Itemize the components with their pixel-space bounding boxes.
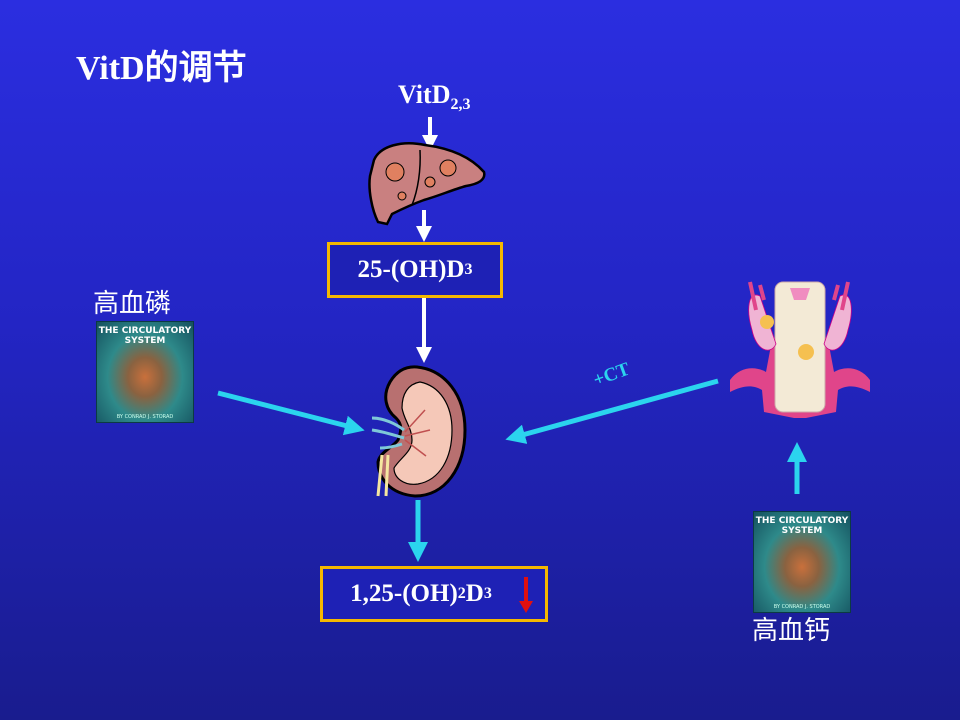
label-high-calcium: 高血钙 [752,616,831,646]
vitd-main: VitD [398,80,451,109]
thyroid-gland-icon [730,281,870,418]
box-125-pre: 1,25-(OH) [350,580,458,607]
label-high-phosphate: 高血磷 [93,289,172,319]
liver-icon [368,142,486,226]
book-footer: BY CONRAD J. STORAD [116,414,174,420]
arrow-phosphate-to-kidney [217,390,365,436]
down-arrow-red-icon [519,577,533,613]
box-125-sub1: 2 [457,585,466,602]
vitd-label: VitD2,3 [398,80,470,114]
kidney-icon [371,365,467,498]
book-footer: BY CONRAD J. STORAD [773,604,831,610]
box-25-main: 25-(OH)D [357,256,465,283]
box-125-sub2: 3 [483,585,492,602]
vitd-sub: 2,3 [450,96,471,114]
book-title-line2: SYSTEM [781,526,823,536]
slide-title: VitD的调节 [76,50,247,87]
book-title-line1: THE CIRCULATORY [755,516,849,526]
arrow-thyroid-to-kidney [505,378,719,444]
box-125-mid: D [465,580,484,607]
book-title-line1: THE CIRCULATORY [98,326,192,336]
box-25-sub: 3 [464,261,473,278]
book-title-line2: SYSTEM [124,336,166,346]
